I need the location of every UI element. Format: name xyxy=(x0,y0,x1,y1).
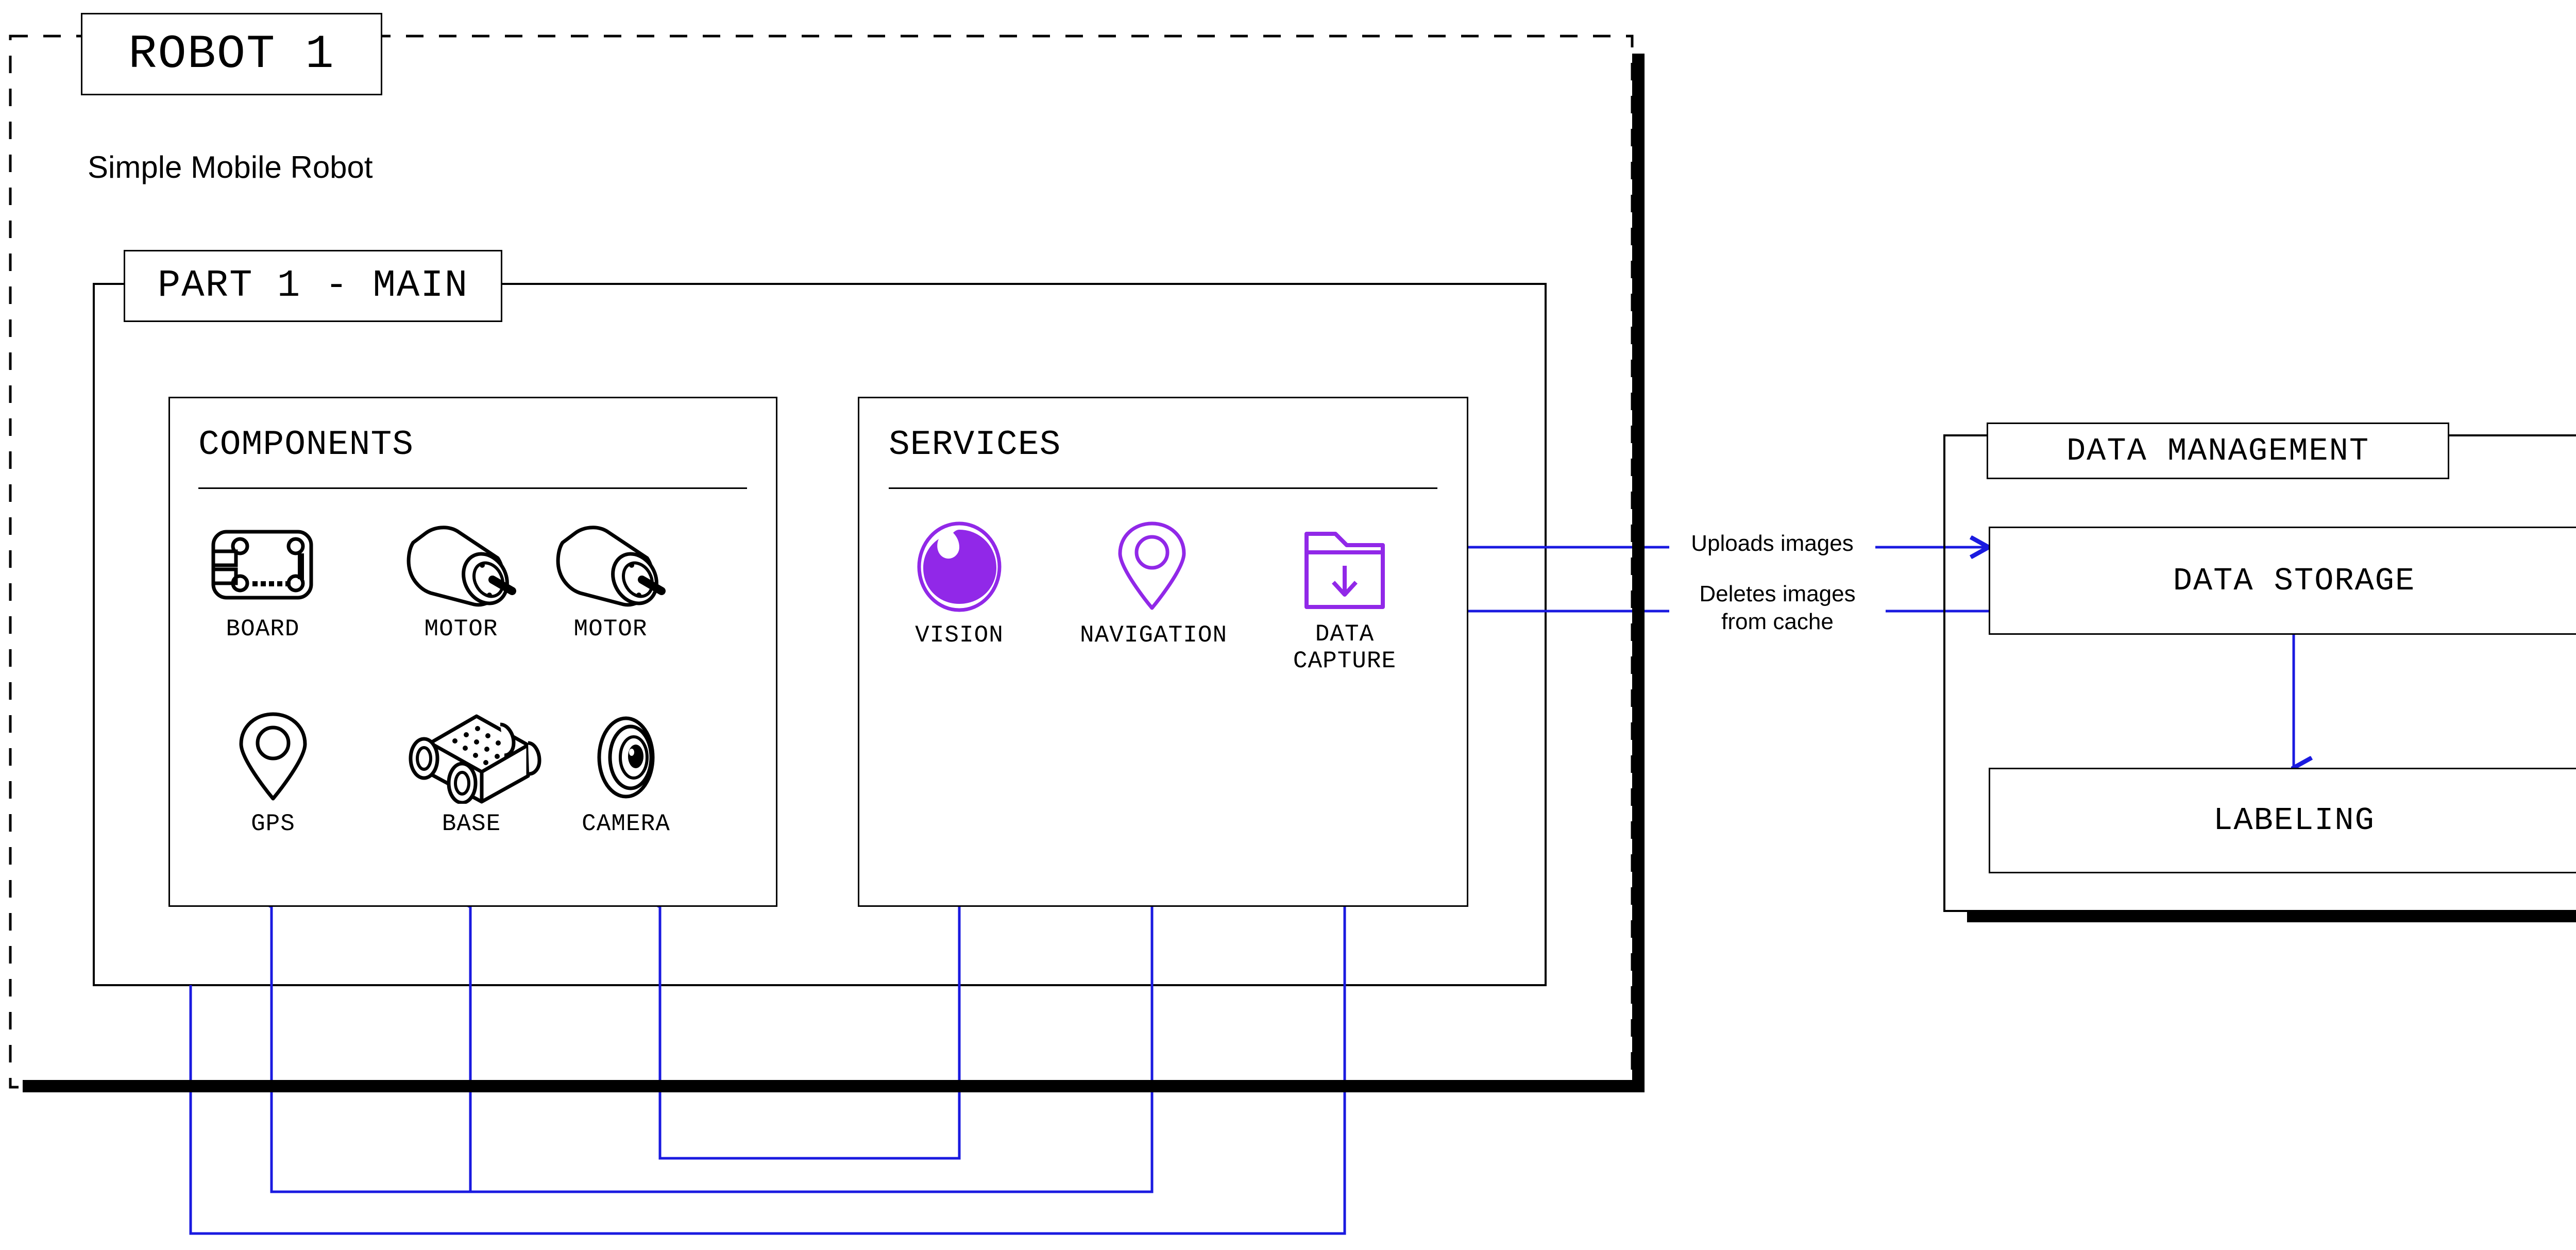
component-item-gps[interactable]: GPS xyxy=(201,711,345,838)
eye-icon xyxy=(917,521,1002,612)
component-label-camera: CAMERA xyxy=(582,810,670,837)
robot-subtitle: Simple Mobile Robot xyxy=(88,150,373,184)
service-label-data-capture-line2: CAPTURE xyxy=(1293,647,1397,674)
component-label-motor-2: MOTOR xyxy=(573,616,648,643)
folder-download-icon xyxy=(1304,532,1385,609)
component-item-board[interactable]: BOARD xyxy=(191,515,335,643)
component-label-board: BOARD xyxy=(226,616,300,643)
component-label-base: BASE xyxy=(442,810,501,837)
edge-label-uploads: Uploads images xyxy=(1669,530,1875,558)
components-panel-rule xyxy=(198,487,747,489)
datamanagement-shadow-bottom xyxy=(1967,911,2576,922)
component-label-gps: GPS xyxy=(251,810,295,837)
robot-title-box: ROBOT 1 xyxy=(81,13,382,95)
data-storage-box[interactable]: DATA STORAGE xyxy=(1989,527,2576,635)
robot-shadow-right xyxy=(1632,54,1645,1092)
service-label-data-capture-line1: DATA xyxy=(1315,621,1375,648)
circuit-board-icon xyxy=(211,530,313,600)
components-panel-heading: COMPONENTS xyxy=(198,425,414,465)
service-label-data-capture: DATA CAPTURE xyxy=(1273,621,1417,674)
services-panel xyxy=(858,397,1468,907)
part-main-outline xyxy=(93,283,1547,986)
services-panel-rule xyxy=(889,487,1437,489)
service-item-vision[interactable]: VISION xyxy=(887,520,1031,649)
map-pin-icon xyxy=(1118,521,1186,610)
datamanagement-title-box: DATA MANAGEMENT xyxy=(1987,423,2449,479)
labeling-label: LABELING xyxy=(2213,802,2375,839)
service-label-vision: VISION xyxy=(915,622,1004,649)
service-item-data-capture[interactable]: DATA CAPTURE xyxy=(1273,520,1417,674)
service-label-navigation: NAVIGATION xyxy=(1080,622,1228,649)
edge-label-deletes-line2: from cache xyxy=(1721,609,1834,634)
data-storage-label: DATA STORAGE xyxy=(2173,562,2416,599)
map-pin-icon xyxy=(239,712,307,801)
service-item-navigation[interactable]: NAVIGATION xyxy=(1080,520,1228,649)
component-label-motor-1: MOTOR xyxy=(424,616,498,643)
component-item-camera[interactable]: CAMERA xyxy=(554,711,698,838)
datamanagement-title: DATA MANAGEMENT xyxy=(2066,432,2370,469)
robot-shadow-bottom xyxy=(23,1080,1645,1092)
robot-title: ROBOT 1 xyxy=(128,27,335,81)
edge-label-deletes-line1: Deletes images xyxy=(1699,581,1856,606)
components-panel xyxy=(168,397,777,907)
edge-label-deletes: Deletes images from cache xyxy=(1669,580,1886,636)
part-main-title: PART 1 - MAIN xyxy=(157,264,469,308)
component-item-motor-2[interactable]: MOTOR xyxy=(538,515,683,643)
component-item-motor-1[interactable]: MOTOR xyxy=(389,515,533,643)
motor-icon xyxy=(406,526,516,607)
part-main-title-box: PART 1 - MAIN xyxy=(124,250,502,322)
services-panel-heading: SERVICES xyxy=(889,425,1061,465)
wheeled-base-icon xyxy=(409,714,541,804)
service-component-wiring xyxy=(189,679,1346,1235)
component-item-base[interactable]: BASE xyxy=(399,711,544,838)
camera-lens-icon xyxy=(597,716,655,799)
motor-icon xyxy=(556,526,666,607)
labeling-box[interactable]: LABELING xyxy=(1989,768,2576,873)
